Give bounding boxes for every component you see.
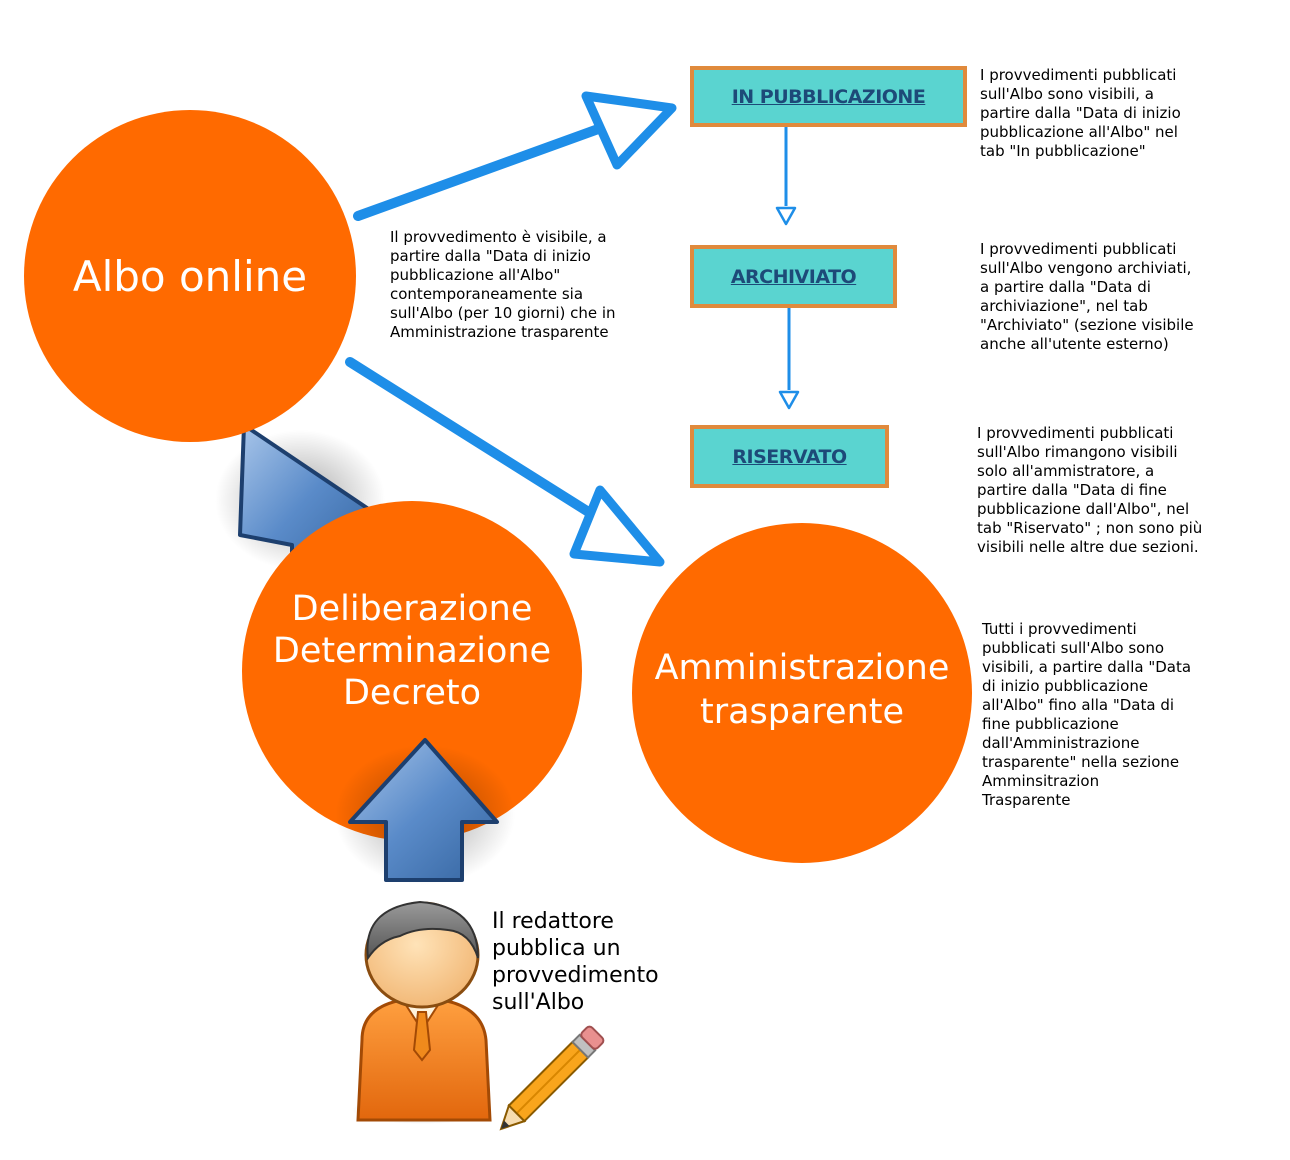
note-amministrazione: Tutti i provvedimenti pubblicati sull'Al…	[982, 620, 1192, 809]
arrow-archiviato-to-riservato	[778, 308, 800, 410]
user-icon	[352, 900, 492, 1124]
albo-online-text: Albo online	[72, 251, 308, 301]
tab-in-pubblicazione-label: IN PUBBLICAZIONE	[731, 85, 926, 108]
atti-circle	[242, 501, 582, 841]
atti-label: Deliberazione Determinazione Decreto	[242, 586, 582, 716]
amministrazione-circle	[632, 523, 972, 863]
atti-line-3: Decreto	[342, 673, 482, 713]
note-archiviato: I provvedimenti pubblicati sull'Albo ven…	[980, 240, 1194, 353]
arrow-albo-to-amministrazione	[345, 357, 665, 567]
arrow-in-pubblicazione-to-archiviato	[775, 127, 797, 226]
amministrazione-label: Amministrazione trasparente	[632, 645, 972, 735]
tab-archiviato: ARCHIVIATO	[690, 245, 897, 308]
albo-online-circle	[24, 110, 356, 442]
amministrazione-line-2: trasparente	[699, 692, 905, 732]
tab-archiviato-label: ARCHIVIATO	[730, 265, 857, 288]
tab-in-pubblicazione: IN PUBBLICAZIONE	[690, 66, 967, 127]
atti-line-1: Deliberazione	[291, 589, 533, 629]
up-arrow-to-atti	[335, 738, 515, 885]
pencil-icon	[499, 1025, 605, 1131]
note-albo-visibility: Il provvedimento è visibile, a partire d…	[390, 228, 616, 341]
tab-riservato-label: RISERVATO	[732, 445, 847, 468]
tab-riservato: RISERVATO	[690, 425, 889, 488]
amministrazione-line-1: Amministrazione	[654, 648, 950, 688]
atti-line-2: Determinazione	[272, 631, 552, 671]
note-riservato: I provvedimenti pubblicati sull'Albo rim…	[977, 424, 1203, 556]
arrow-albo-to-in-pubblicazione	[353, 91, 677, 221]
albo-online-label: Albo online	[40, 246, 340, 306]
redattore-caption: Il redattore pubblica un provvedimento s…	[492, 909, 659, 1015]
note-in-pubblicazione: I provvedimenti pubblicati sull'Albo son…	[980, 66, 1181, 160]
